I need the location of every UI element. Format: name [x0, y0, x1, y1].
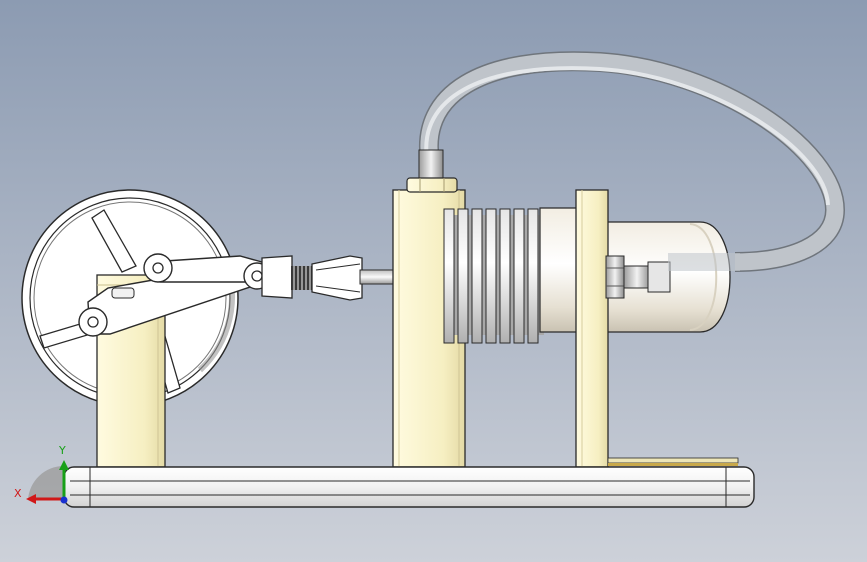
- cylinder-body: [539, 207, 579, 333]
- z-axis-dot: [60, 496, 68, 504]
- outlet-fitting: [605, 255, 671, 299]
- tube-connector: [406, 149, 458, 193]
- base-board: [63, 466, 755, 508]
- x-axis-label: X: [14, 487, 22, 500]
- coordinate-triad[interactable]: X Y: [14, 444, 69, 504]
- rod-clevis: [261, 255, 363, 301]
- y-axis-label: Y: [58, 444, 66, 457]
- base-plate-shim: [607, 457, 739, 466]
- y-axis-arrowhead: [59, 460, 69, 470]
- air-tube: [418, 51, 846, 272]
- x-axis-arrowhead: [26, 494, 36, 504]
- cooling-fins: [443, 208, 544, 344]
- right-support-post: [575, 189, 609, 468]
